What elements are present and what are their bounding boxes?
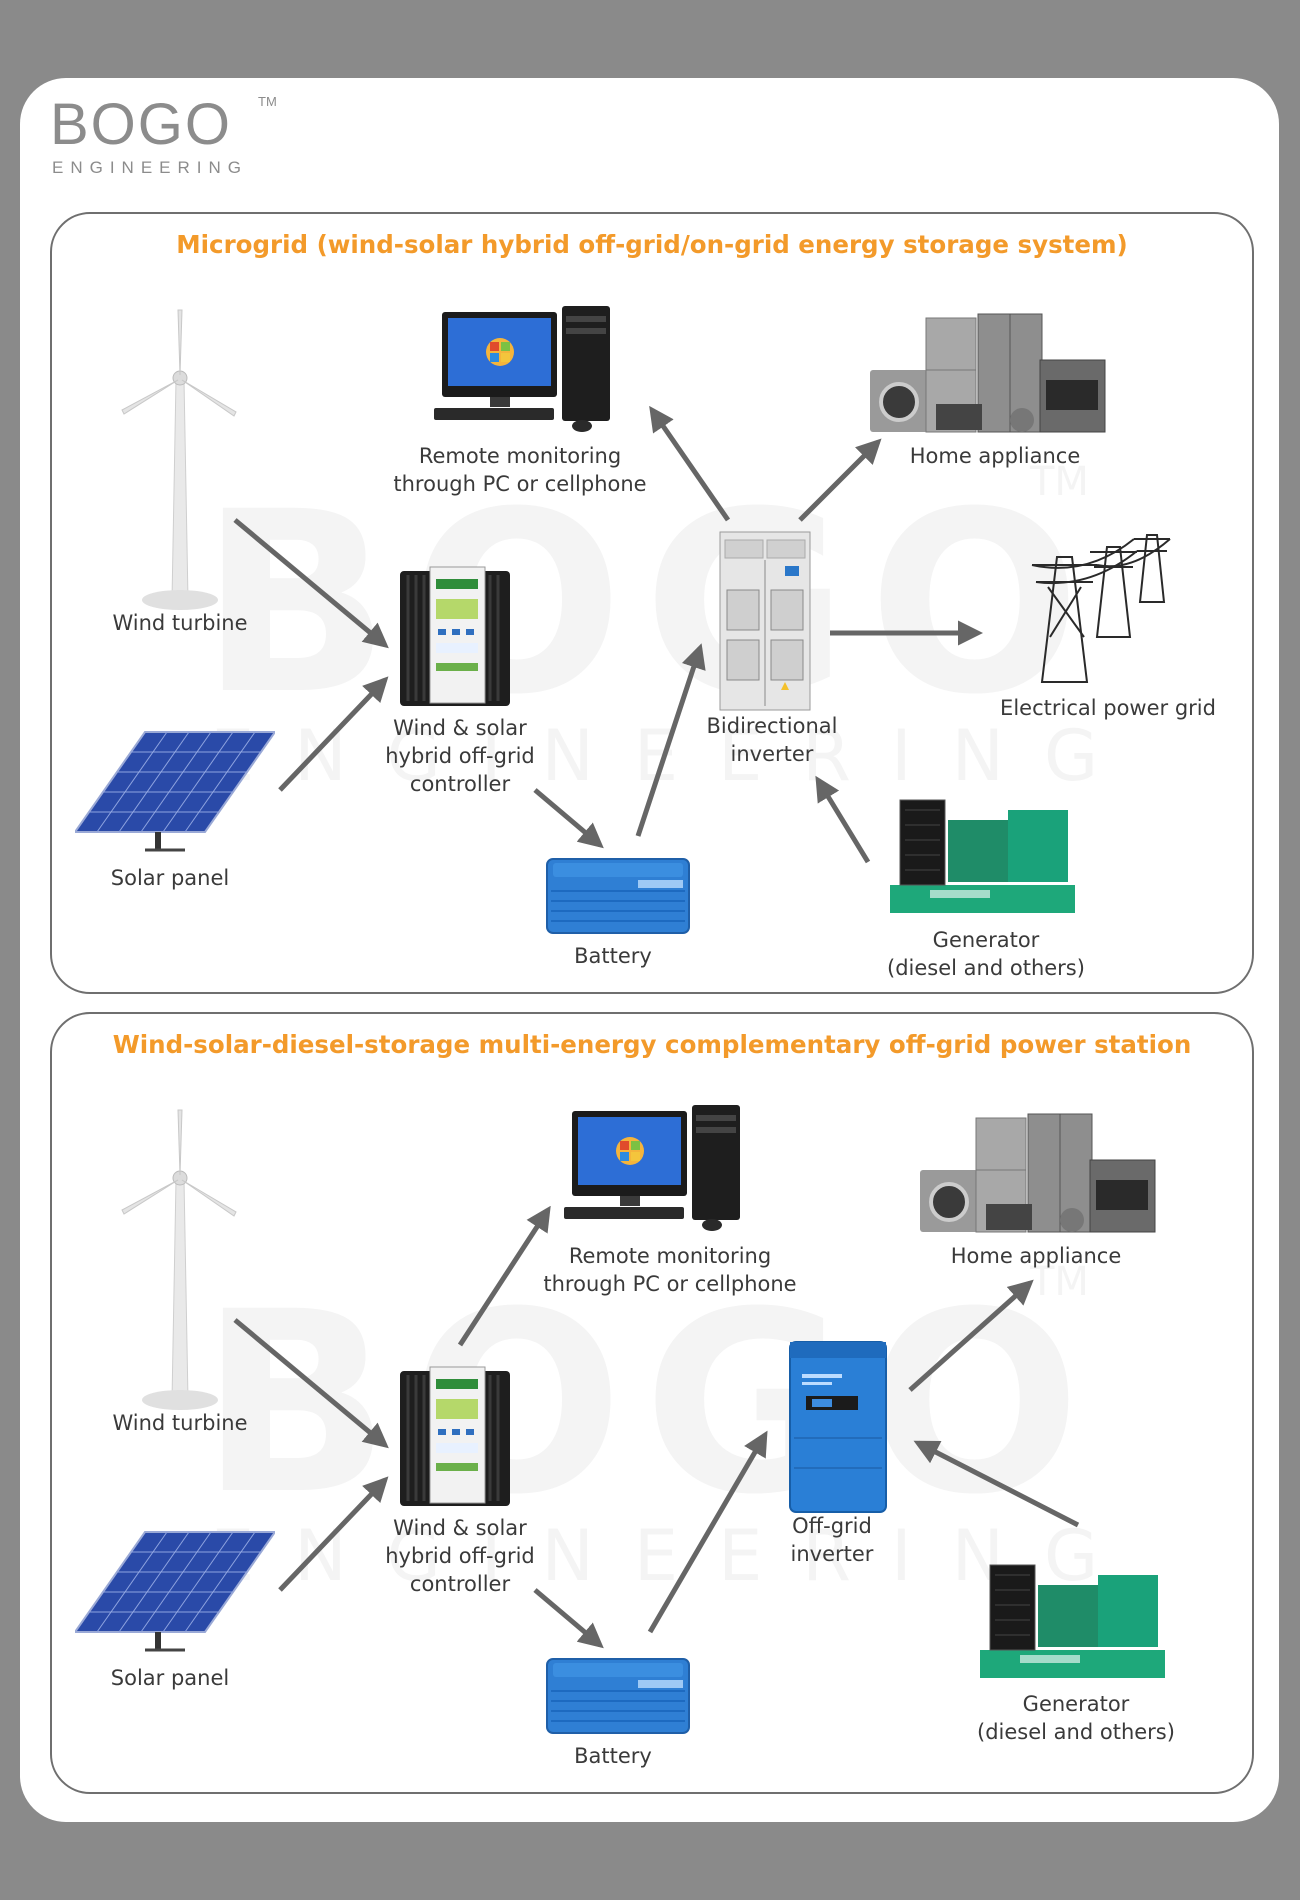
label-line: controller (409, 772, 511, 796)
solar-panel-icon (75, 1531, 275, 1652)
label-solar-panel: Solar panel (110, 1666, 230, 1690)
bogo-logo: BOGO TM ENGINEERING (50, 92, 290, 187)
battery-icon (546, 858, 690, 934)
label-generator: Generator (diesel and others) (926, 1690, 1226, 1746)
home-appliance-icon (920, 1113, 1156, 1233)
power-grid-icon (1031, 534, 1171, 683)
computer-icon (434, 306, 610, 432)
panel-title: Microgrid (wind-solar hybrid off-grid/on… (176, 230, 1128, 259)
label-wind-turbine: Wind turbine (112, 611, 248, 635)
arrow-controller-to-battery (533, 788, 604, 849)
label-line: hybrid off-grid (385, 1544, 535, 1568)
label-line: Wind & solar (393, 1516, 527, 1540)
label-line: Off-grid (792, 1514, 872, 1538)
label-inverter: Bidirectional inverter (622, 712, 922, 768)
label-line: Generator (1022, 1692, 1130, 1716)
arrow-generator-to-inverter (913, 1440, 1080, 1528)
controller-icon (400, 1366, 510, 1506)
offgrid-inverter-icon (789, 1341, 887, 1513)
offgrid-station-panel: Wind-solar-diesel-storage multi-energy c… (50, 1012, 1254, 1794)
label-battery: Battery (574, 1744, 652, 1768)
arrow-inverter-to-home (798, 438, 882, 522)
label-line: hybrid off-grid (385, 744, 535, 768)
label-line: (diesel and others) (887, 956, 1085, 980)
wind-turbine-icon (121, 1109, 237, 1410)
arrow-generator-to-inverter (815, 775, 871, 864)
label-remote-monitoring: Remote monitoring through PC or cellphon… (370, 442, 670, 498)
logo-subtitle: ENGINEERING (52, 158, 249, 177)
label-battery: Battery (574, 944, 652, 968)
home-appliance-icon (870, 313, 1106, 433)
label-wind-turbine: Wind turbine (112, 1411, 248, 1435)
label-line: Wind & solar (393, 716, 527, 740)
label-line: inverter (730, 742, 814, 766)
computer-icon (564, 1105, 740, 1231)
arrow-solar-to-controller (278, 676, 389, 792)
battery-icon (546, 1658, 690, 1734)
arrow-controller-to-monitoring (457, 1205, 551, 1347)
label-power-grid: Electrical power grid (1000, 696, 1216, 720)
generator-icon (890, 799, 1075, 913)
label-line: Generator (932, 928, 1040, 952)
arrow-battery-to-inverter (647, 1430, 768, 1634)
arrow-wind-to-controller (233, 518, 389, 649)
arrow-battery-to-inverter (635, 643, 706, 837)
label-line: Bidirectional (706, 714, 838, 738)
arrow-inverter-to-monitoring (649, 405, 731, 522)
label-line: Remote monitoring (568, 1244, 772, 1268)
label-home-appliance: Home appliance (950, 1244, 1122, 1268)
label-inverter: Off-grid inverter (682, 1512, 982, 1568)
label-line: controller (409, 1572, 511, 1596)
logo-name: BOGO (50, 92, 233, 157)
microgrid-panel: Microgrid (wind-solar hybrid off-grid/on… (50, 212, 1254, 994)
label-line: through PC or cellphone (543, 1272, 797, 1296)
label-generator: Generator (diesel and others) (836, 926, 1136, 982)
label-controller: Wind & solar hybrid off-grid controller (310, 1514, 610, 1598)
solar-panel-icon (75, 731, 275, 852)
label-line: through PC or cellphone (393, 472, 647, 496)
generator-icon (980, 1564, 1165, 1678)
controller-icon (400, 566, 510, 706)
label-line: (diesel and others) (977, 1720, 1175, 1744)
panel-title: Wind-solar-diesel-storage multi-energy c… (112, 1030, 1192, 1059)
arrow-inverter-to-home (908, 1279, 1034, 1392)
arrow-solar-to-controller (278, 1476, 389, 1592)
logo-trademark: TM (258, 94, 277, 109)
wind-turbine-icon (121, 309, 237, 610)
label-controller: Wind & solar hybrid off-grid controller (310, 714, 610, 798)
bidirectional-inverter-icon (719, 531, 811, 711)
label-remote-monitoring: Remote monitoring through PC or cellphon… (520, 1242, 820, 1298)
label-line: inverter (790, 1542, 874, 1566)
label-solar-panel: Solar panel (110, 866, 230, 890)
arrow-controller-to-battery (533, 1588, 604, 1649)
arrow-wind-to-controller (233, 1318, 389, 1449)
label-line: Remote monitoring (418, 444, 622, 468)
label-home-appliance: Home appliance (909, 444, 1081, 468)
